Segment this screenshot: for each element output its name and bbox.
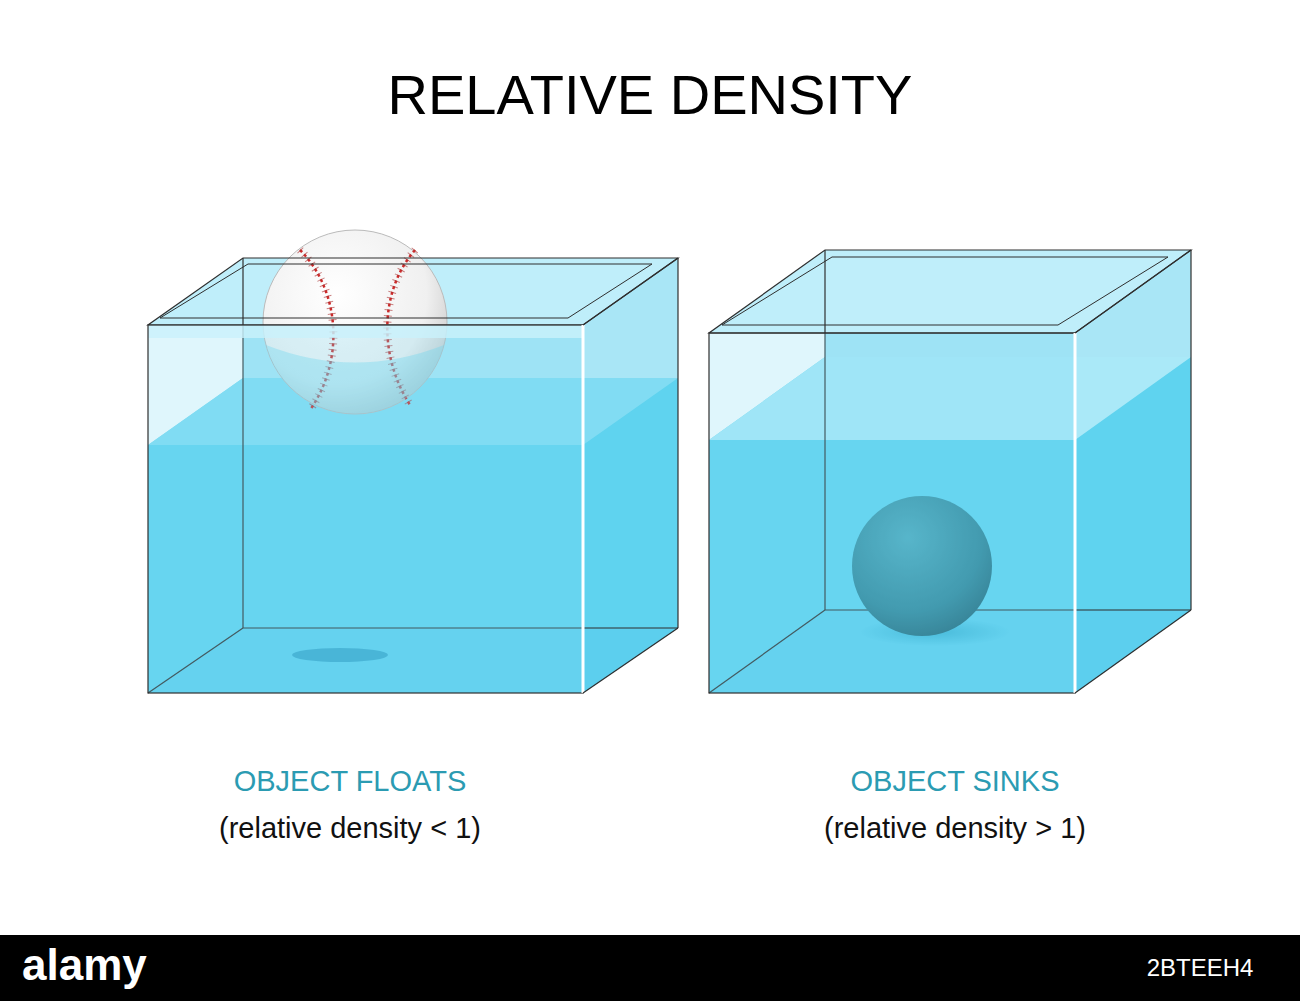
right-tank <box>709 250 1191 693</box>
footer-bar <box>0 935 1300 1001</box>
caption-heading: OBJECT FLOATS <box>234 765 467 798</box>
left-tank <box>148 230 678 693</box>
caption-note: (relative density < 1) <box>219 812 481 845</box>
image-id: 2BTEEH4 <box>1147 954 1254 982</box>
watermark: alamy <box>22 940 147 990</box>
title: RELATIVE DENSITY <box>0 62 1300 127</box>
caption-note: (relative density > 1) <box>824 812 1086 845</box>
caption-heading: OBJECT SINKS <box>851 765 1060 798</box>
